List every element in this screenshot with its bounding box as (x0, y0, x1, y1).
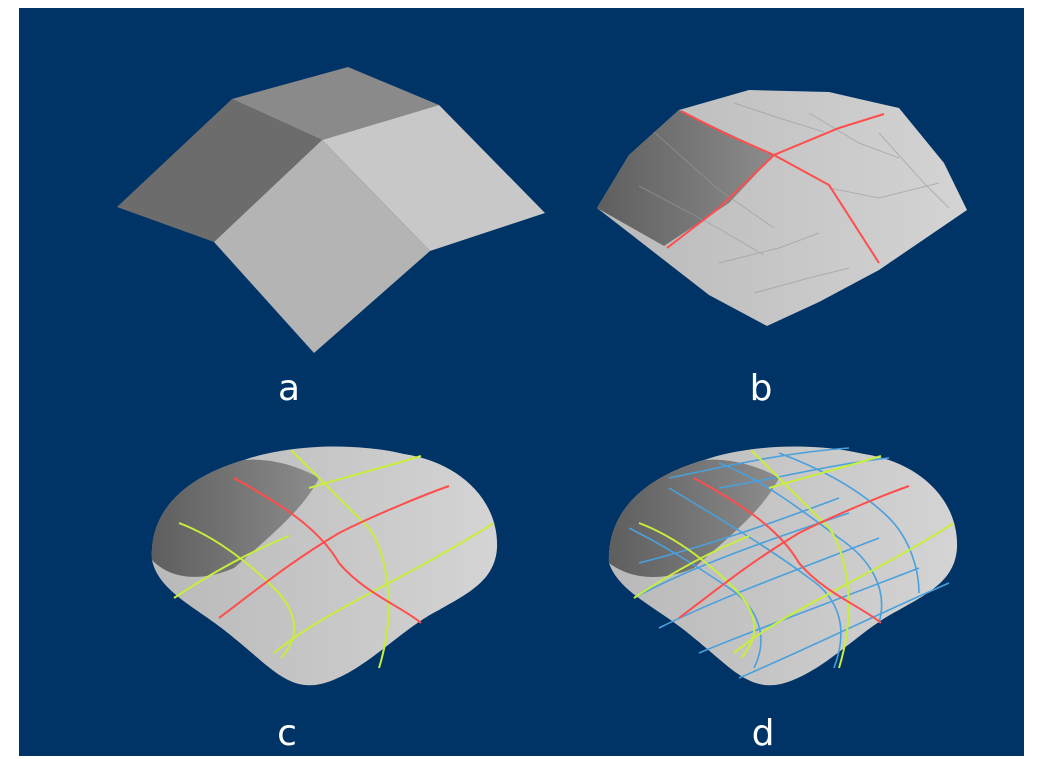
level2-edges-d (633, 449, 955, 669)
level1-edges-b (666, 110, 885, 264)
level3-edges-d (628, 447, 950, 679)
panel-b-label: b (750, 368, 773, 409)
panel-b-surface (597, 90, 967, 326)
shade-d-left (608, 459, 779, 578)
panel-c-surface (151, 446, 498, 686)
panel-a-mesh (117, 67, 545, 353)
level2-edges-c (173, 449, 495, 669)
panel-d-surface (608, 446, 958, 686)
face-left (117, 99, 322, 242)
face-front (214, 140, 430, 353)
level1-edges-c (218, 477, 450, 624)
figure-canvas: a b c d (19, 8, 1024, 756)
shade-c-left (151, 459, 319, 577)
panel-a-label: a (278, 368, 300, 409)
panel-c-label: c (277, 713, 297, 754)
face-right (322, 105, 545, 251)
face-back (232, 67, 439, 140)
shade-b-left (597, 110, 774, 246)
subdivision-figure: a b c d (19, 8, 1024, 756)
facets-b (638, 102, 950, 294)
level1-edges-d (678, 477, 910, 624)
panel-d-label: d (752, 713, 775, 754)
